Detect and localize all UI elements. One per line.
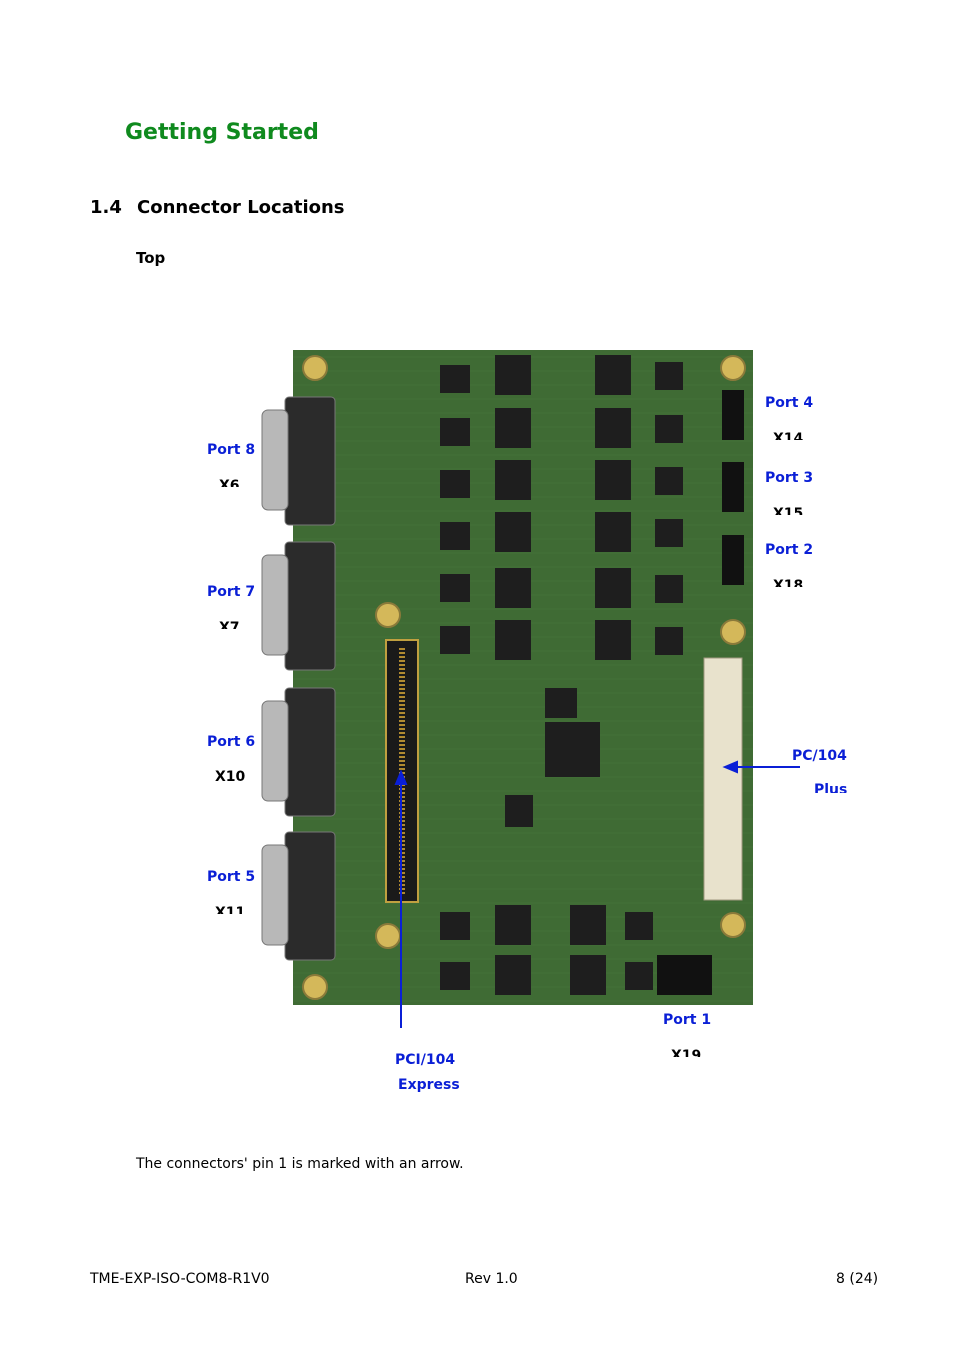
port2-connector: X18 bbox=[773, 578, 804, 587]
port7-label: Port 7 bbox=[207, 584, 256, 600]
dsub-connectors bbox=[261, 396, 336, 961]
port1-label: Port 1 bbox=[663, 1012, 712, 1028]
port3-connector: X15 bbox=[773, 506, 804, 515]
port8-connector: X6 bbox=[219, 478, 240, 487]
section-number: 1.4 bbox=[90, 197, 122, 218]
port8-label: Port 8 bbox=[207, 442, 256, 458]
port5-label: Port 5 bbox=[207, 869, 256, 885]
port7-connector: X7 bbox=[219, 620, 240, 629]
pc104-label: PC/104 bbox=[792, 748, 847, 764]
footer-doc-id: TME-EXP-ISO-COM8-R1V0 bbox=[90, 1271, 270, 1287]
footer-page-number: 8 (24) bbox=[836, 1271, 879, 1287]
chapter-title: Getting Started bbox=[125, 120, 319, 145]
section-title: Connector Locations bbox=[137, 197, 345, 218]
pc104-arrow bbox=[722, 760, 800, 774]
port1-connector: X19 bbox=[671, 1048, 702, 1057]
port6-label: Port 6 bbox=[207, 734, 256, 750]
pci104-label-express: Express bbox=[398, 1077, 460, 1093]
port3-label: Port 3 bbox=[765, 470, 814, 486]
footer-revision: Rev 1.0 bbox=[465, 1271, 518, 1287]
pin1-note: The connectors' pin 1 is marked with an … bbox=[136, 1156, 464, 1172]
port4-connector: X14 bbox=[773, 431, 804, 440]
section-heading: 1.4 Connector Locations bbox=[90, 197, 345, 218]
port2-label: Port 2 bbox=[765, 542, 814, 558]
port5-connector: X11 bbox=[215, 905, 246, 914]
pc104-plus-connector bbox=[703, 657, 743, 901]
ic-chips bbox=[440, 355, 683, 995]
pci104-label: PCI/104 bbox=[395, 1052, 456, 1068]
port4-label: Port 4 bbox=[765, 395, 814, 411]
pc104-label-plus: Plus bbox=[814, 782, 848, 793]
pin-headers bbox=[657, 390, 744, 995]
subheading-top: Top bbox=[136, 249, 166, 267]
pci104-arrow bbox=[394, 769, 408, 1028]
port6-connector: X10 bbox=[215, 769, 246, 785]
mounting-holes bbox=[302, 355, 746, 1000]
